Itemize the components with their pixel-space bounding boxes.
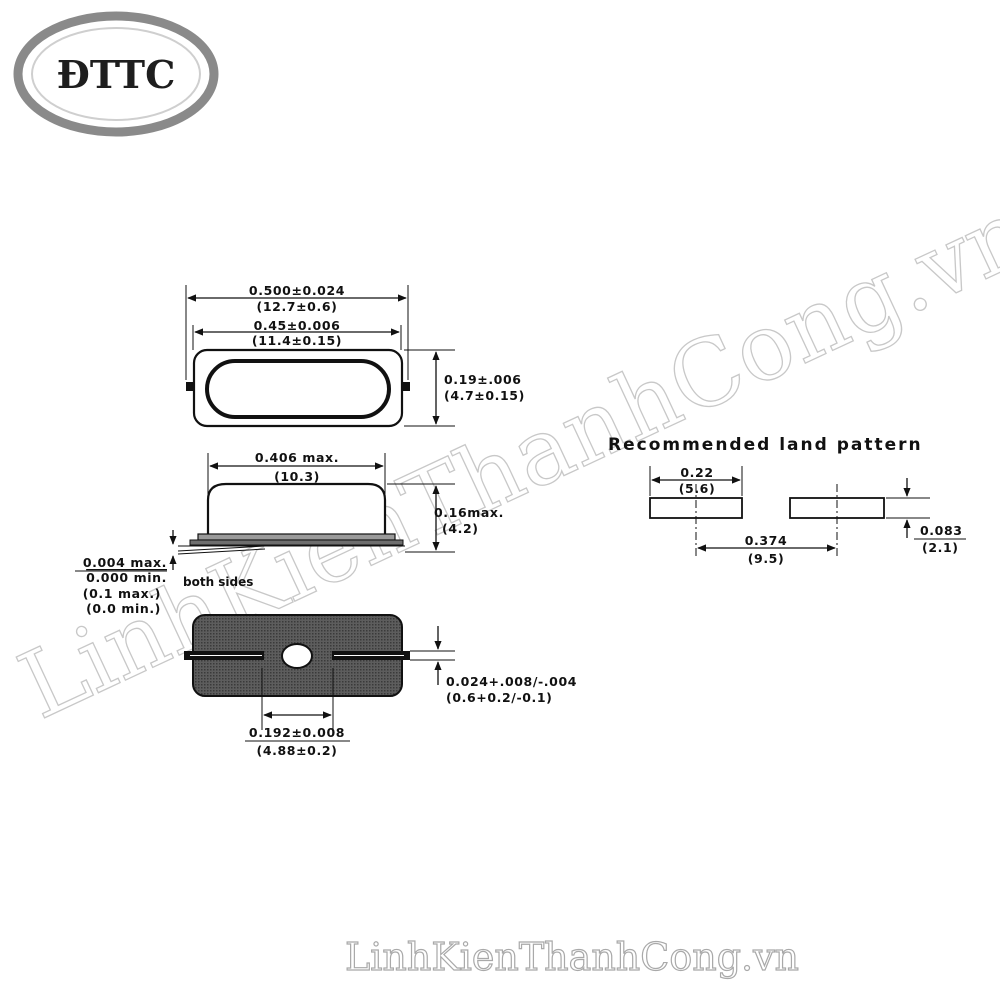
side-view: 0.406 max. (10.3) 0.16max. (4.2) 0.004 m…: [75, 450, 504, 616]
land-pattern-title: Recommended land pattern: [608, 435, 923, 455]
logo-text: ĐTTC: [57, 52, 176, 97]
can-width-inch: 0.406 max.: [255, 450, 339, 465]
lead-thickness-mm: (0.6+0.2/-0.1): [446, 690, 552, 705]
land-pattern: Recommended land pattern 0.22 (5.6) 0.37…: [608, 435, 966, 566]
pad-spacing-inch: 0.374: [745, 533, 788, 548]
can-height-mm: (4.2): [442, 521, 479, 536]
side-view-leads: [189, 539, 404, 546]
height-inch: 0.19±.006: [444, 372, 522, 387]
watermark-diagonal-text: LinhKienThanhCong.vn: [4, 178, 1000, 740]
side-view-can: [206, 482, 387, 537]
overall-width-inch: 0.500±0.024: [249, 283, 345, 298]
logo-ring-icon: [13, 11, 219, 137]
standoff-mm-min: (0.0 min.): [86, 601, 161, 616]
standoff-inch-max: 0.004 max.: [83, 555, 167, 570]
pad-length-inch: 0.22: [680, 465, 713, 480]
pad-spacing-mm: (9.5): [748, 551, 785, 566]
top-view-lead-left: [186, 382, 194, 391]
lead-thickness-inch: 0.024+.008/-.004: [446, 674, 577, 689]
both-sides-note: both sides: [183, 575, 253, 589]
top-view: 0.500±0.024 (12.7±0.6) 0.45±0.006 (11.4±…: [185, 283, 525, 428]
can-width-mm: (10.3): [274, 469, 320, 484]
height-mm: (4.7±0.15): [444, 388, 525, 403]
pitch-mm: (4.88±0.2): [257, 743, 338, 758]
pad-height-mm: (2.1): [922, 540, 959, 555]
watermark-bottom-text: LinhKienThanhCong.vn: [345, 935, 799, 979]
standoff-inch-min: 0.000 min.: [86, 570, 167, 585]
pad-length-mm: (5.6): [679, 481, 716, 496]
standoff-mm-max: (0.1 max.): [83, 586, 161, 601]
side-view-base: [197, 533, 396, 541]
overall-width-mm: (12.7±0.6): [257, 299, 338, 314]
bottom-view: 0.024+.008/-.004 (0.6+0.2/-0.1) 0.192±0.…: [184, 614, 577, 758]
bottom-view-center-pad: [281, 643, 313, 669]
pad-height-inch: 0.083: [920, 523, 963, 538]
top-view-can-outline: [205, 359, 391, 419]
body-width-mm: (11.4±0.15): [252, 333, 342, 348]
watermark-diagonal: LinhKienThanhCong.vn: [3, 178, 1000, 741]
body-width-inch: 0.45±0.006: [254, 318, 341, 333]
top-view-lead-right: [402, 382, 410, 391]
pitch-inch: 0.192±0.008: [249, 725, 345, 740]
logo: ĐTTC: [13, 11, 219, 137]
can-height-inch: 0.16max.: [434, 505, 504, 520]
